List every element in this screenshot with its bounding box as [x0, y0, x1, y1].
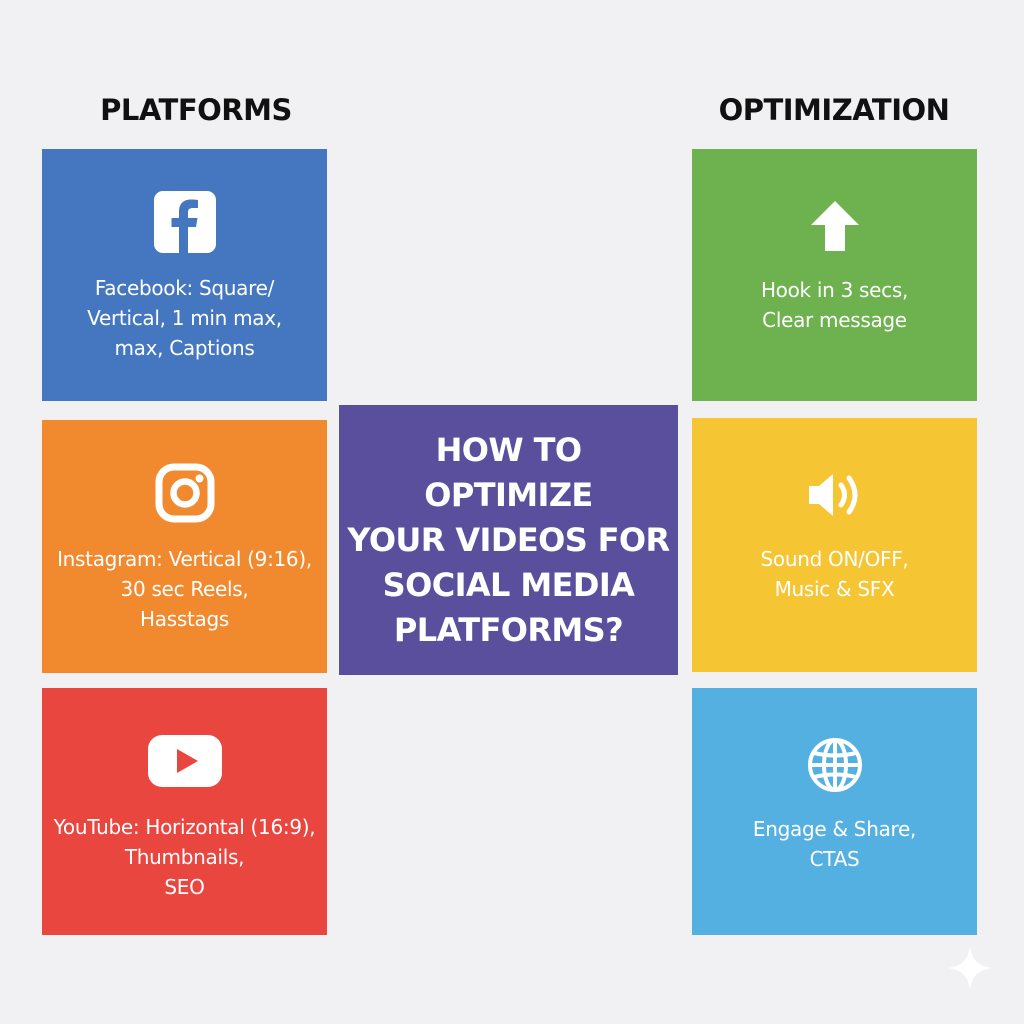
engage-tile: Engage & Share, CTAS — [692, 688, 977, 935]
facebook-tile: Facebook: Square/ Vertical, 1 min max, m… — [42, 149, 327, 401]
instagram-icon — [155, 458, 215, 528]
center-title: HOW TO OPTIMIZE YOUR VIDEOS FOR SOCIAL M… — [347, 430, 670, 649]
optimization-heading: OPTIMIZATION — [718, 93, 950, 127]
youtube-icon — [147, 726, 222, 796]
instagram-label: Instagram: Vertical (9:16), 30 sec Reels… — [57, 547, 312, 631]
sparkle-icon — [948, 946, 992, 990]
speaker-icon — [805, 460, 865, 530]
sound-tile: Sound ON/OFF, Music & SFX — [692, 418, 977, 672]
arrow-up-icon — [809, 191, 861, 261]
engage-label: Engage & Share, CTAS — [752, 817, 917, 871]
facebook-label: Facebook: Square/ Vertical, 1 min max, m… — [87, 276, 282, 360]
hook-tile: Hook in 3 secs, Clear message — [692, 149, 977, 401]
facebook-icon — [153, 187, 216, 257]
platforms-heading: PLATFORMS — [100, 93, 292, 127]
youtube-label: YouTube: Horizontal (16:9), Thumbnails, … — [53, 815, 316, 899]
instagram-tile: Instagram: Vertical (9:16), 30 sec Reels… — [42, 420, 327, 673]
globe-icon — [806, 730, 864, 800]
center-title-block: HOW TO OPTIMIZE YOUR VIDEOS FOR SOCIAL M… — [339, 405, 678, 675]
youtube-tile: YouTube: Horizontal (16:9), Thumbnails, … — [42, 688, 327, 935]
sound-label: Sound ON/OFF, Music & SFX — [760, 547, 909, 601]
hook-label: Hook in 3 secs, Clear message — [760, 278, 909, 332]
